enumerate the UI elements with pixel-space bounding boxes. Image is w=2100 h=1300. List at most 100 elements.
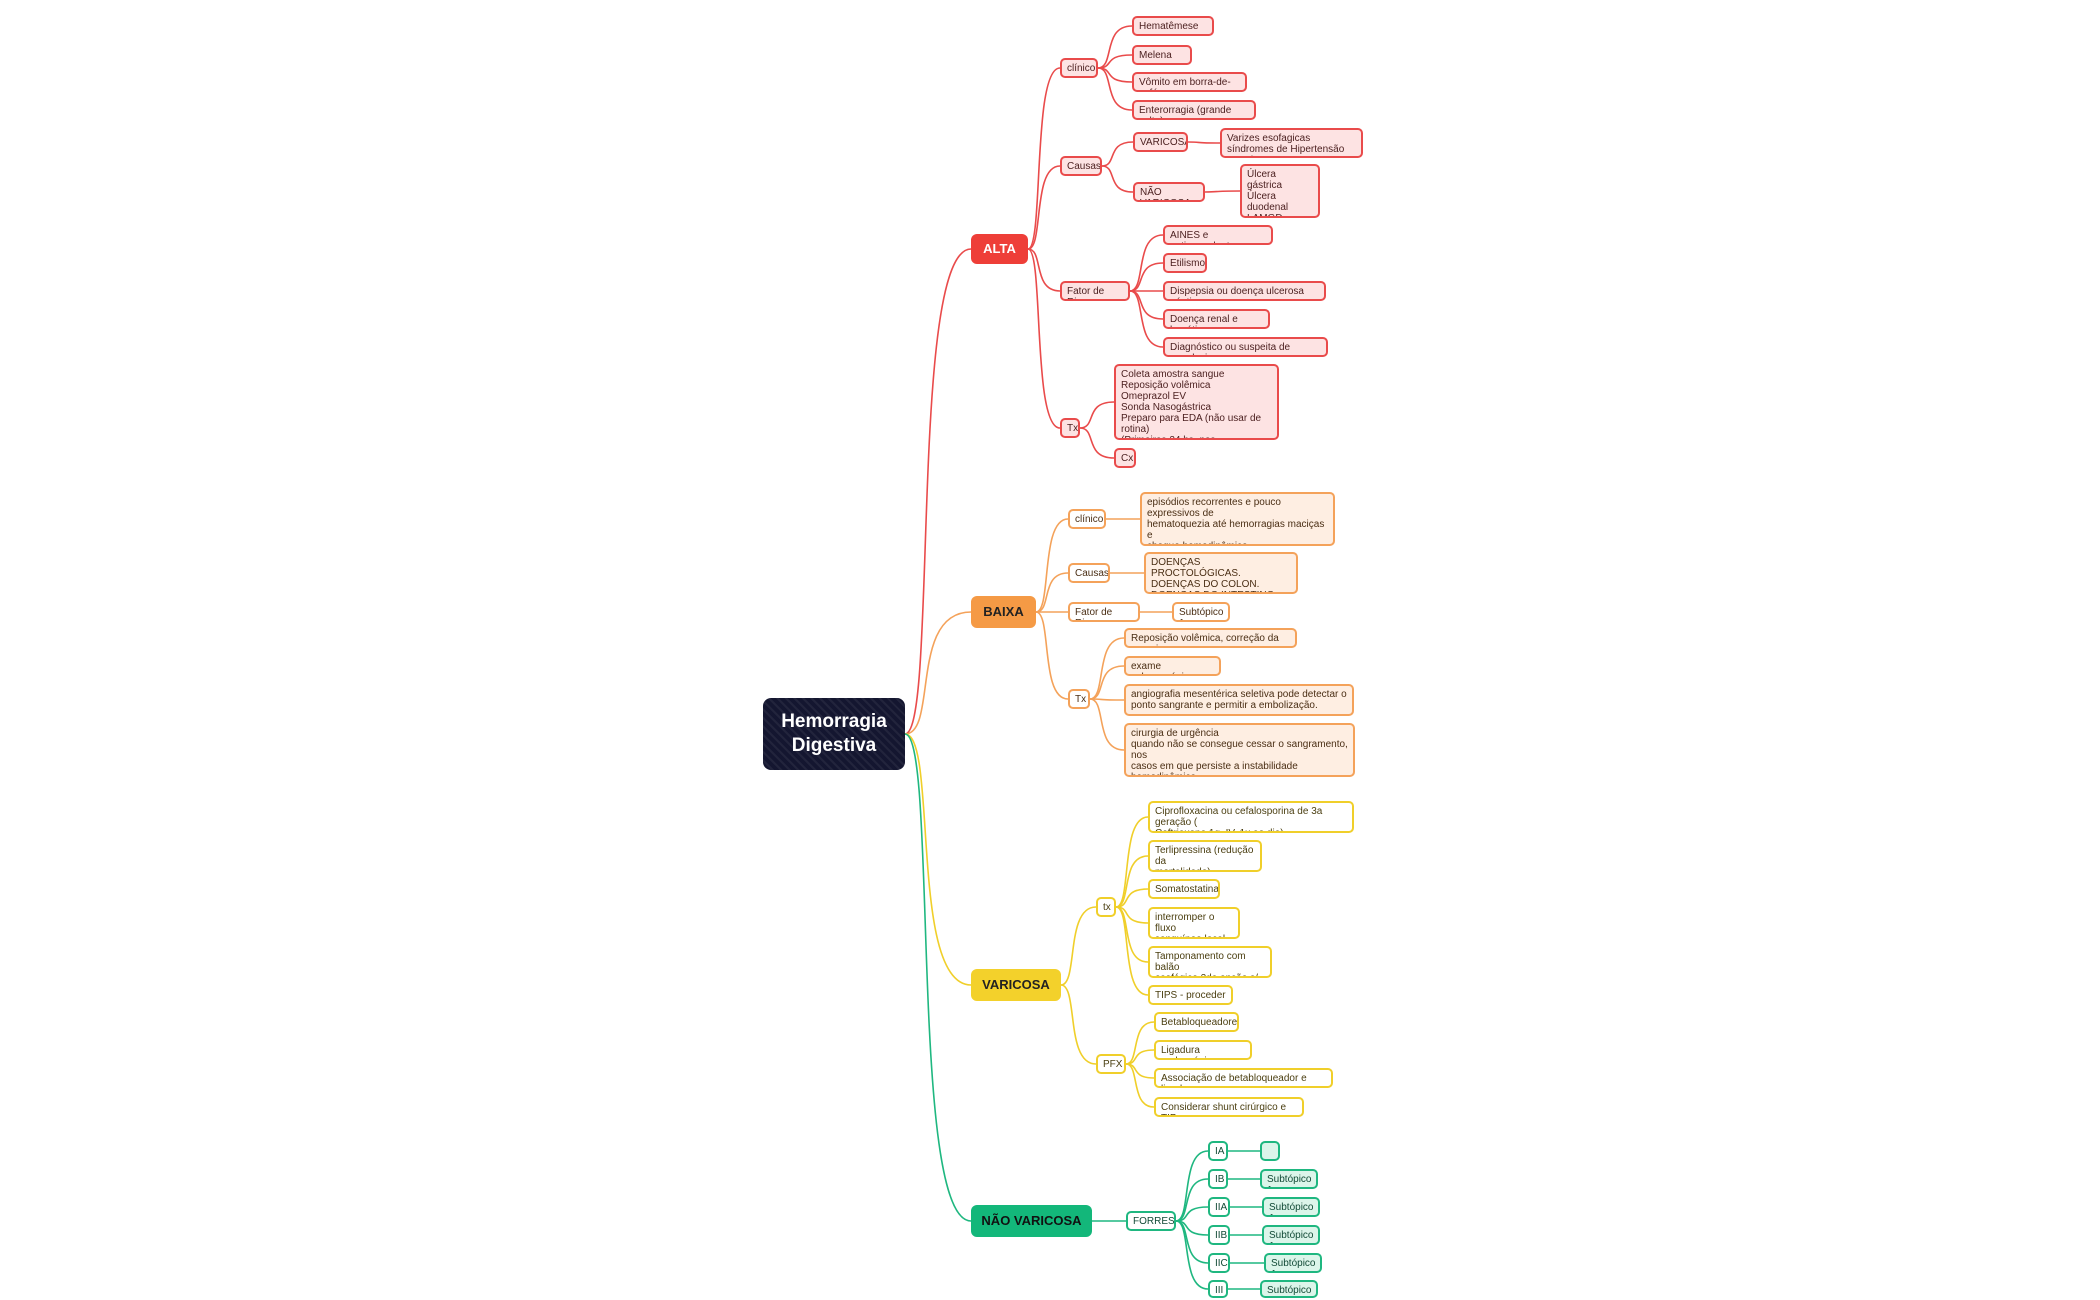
alta-causas-varicosa-detail[interactable]: Varizes esofagicas síndromes de Hiperten… <box>1220 128 1363 158</box>
connector-line <box>904 611 972 735</box>
alta-causas[interactable]: Causas <box>1060 156 1102 176</box>
forrest-class-detail[interactable]: Subtópico 1 <box>1260 1169 1318 1189</box>
connector-line <box>1129 234 1164 292</box>
connector-line <box>1027 248 1061 429</box>
forrest-class[interactable]: IIB <box>1208 1225 1230 1245</box>
connector-line <box>1089 698 1125 701</box>
connector-line <box>1101 141 1134 167</box>
connector-line <box>1187 141 1221 144</box>
varicosa-pfx[interactable]: PFX <box>1096 1054 1126 1074</box>
forrest-class-detail[interactable]: Subtópico 1 <box>1262 1225 1320 1245</box>
baixa-tx-item[interactable]: Reposição volêmica, correção da anemia <box>1124 628 1297 648</box>
connector-line <box>1089 665 1125 700</box>
baixa-clinico[interactable]: clínico <box>1068 509 1106 529</box>
connector-line <box>904 733 972 1222</box>
branch-baixa[interactable]: BAIXA <box>971 596 1036 628</box>
varicosa-tx[interactable]: tx <box>1096 897 1116 917</box>
baixa-fator-risco[interactable]: Fator de Risco <box>1068 602 1140 622</box>
branch-nao-varicosa[interactable]: NÃO VARICOSA <box>971 1205 1092 1237</box>
alta-clinico-item[interactable]: Enterorragia (grande vulto) <box>1132 100 1256 120</box>
varicosa-pfx-item[interactable]: Betabloqueadores <box>1154 1012 1239 1032</box>
baixa-tx[interactable]: Tx <box>1068 689 1090 709</box>
forrest-class[interactable]: IA <box>1208 1141 1228 1161</box>
connector-line <box>1115 906 1149 996</box>
alta-fator-risco[interactable]: Fator de Risco <box>1060 281 1130 301</box>
alta-fator-risco-item[interactable]: Dispepsia ou doença ulcerosa péptica <box>1163 281 1326 301</box>
alta-clinico-item[interactable]: Hematêmese <box>1132 16 1214 36</box>
baixa-fator-risco-detail[interactable]: Subtópico 1 <box>1172 602 1230 622</box>
forrest-class[interactable]: IIC <box>1208 1253 1230 1273</box>
connector-line <box>1175 1220 1209 1264</box>
connector-line <box>1097 25 1133 69</box>
connector-line <box>1027 165 1061 250</box>
alta-causas-nao-varicosa-detail[interactable]: Úlcera gástrica Úlcera duodenal LAMGD Sx… <box>1240 164 1320 218</box>
connector-line <box>1027 67 1061 250</box>
branch-alta[interactable]: ALTA <box>971 234 1028 264</box>
forrest-class-detail[interactable]: Subtópico 1 <box>1262 1197 1320 1217</box>
connector-line <box>1089 698 1125 751</box>
varicosa-tx-item[interactable]: Ciprofloxacina ou cefalosporina de 3a ge… <box>1148 801 1354 833</box>
connector-line <box>1079 401 1115 429</box>
connector-line <box>1115 906 1149 924</box>
connector-line <box>1175 1220 1209 1236</box>
connector-line <box>1115 888 1149 908</box>
connector-line <box>1115 855 1149 908</box>
varicosa-pfx-item[interactable]: Ligadura endoscópica <box>1154 1040 1252 1060</box>
alta-fator-risco-item[interactable]: Etilismo <box>1163 253 1207 273</box>
forrest-class-detail[interactable]: Subtópico 1 <box>1260 1280 1318 1298</box>
connector-line <box>1035 572 1069 613</box>
branch-varicosa[interactable]: VARICOSA <box>971 969 1061 1001</box>
connector-line <box>1125 1063 1155 1079</box>
connector-line <box>1115 906 1149 963</box>
baixa-causas-detail[interactable]: DOENÇAS PROCTOLÓGICAS. DOENÇAS DO COLON.… <box>1144 552 1298 594</box>
baixa-tx-item[interactable]: cirurgia de urgência quando não se conse… <box>1124 723 1355 777</box>
connector-line <box>1097 67 1133 83</box>
alta-clinico-item[interactable]: Vômito em borra-de-café <box>1132 72 1247 92</box>
alta-causas-nao-varicosa[interactable]: NÃO VARICOSA <box>1133 182 1205 202</box>
connector-line <box>1125 1063 1155 1108</box>
forrest-class-detail[interactable]: Subtópico 1 <box>1264 1253 1322 1273</box>
alta-tx[interactable]: Tx <box>1060 418 1080 438</box>
connector-line <box>1079 427 1115 459</box>
forrest-class[interactable]: IIA <box>1208 1197 1230 1217</box>
baixa-clinico-detail[interactable]: episódios recorrentes e pouco expressivo… <box>1140 492 1335 546</box>
forrest-class[interactable]: III <box>1208 1280 1228 1298</box>
connector-line <box>1125 1049 1155 1065</box>
connector-line <box>1175 1178 1209 1222</box>
connector-line <box>1115 816 1149 908</box>
varicosa-tx-item[interactable]: interromper o fluxo sanguíneo local <box>1148 907 1240 939</box>
root-node[interactable]: Hemorragia Digestiva <box>763 698 905 770</box>
alta-tx-detail[interactable]: Coleta amostra sangue Reposição volêmica… <box>1114 364 1279 440</box>
connector-line <box>1101 165 1134 193</box>
varicosa-tx-item[interactable]: Tamponamento com balão esofágico 2da opç… <box>1148 946 1272 978</box>
varicosa-tx-item[interactable]: TIPS - proceder rx <box>1148 985 1233 1005</box>
connector-line <box>1175 1220 1209 1290</box>
alta-fator-risco-item[interactable]: Diagnóstico ou suspeita de neoplasia. <box>1163 337 1328 357</box>
baixa-tx-item[interactable]: angiografia mesentérica seletiva pode de… <box>1124 684 1354 716</box>
alta-cx[interactable]: Cx <box>1114 448 1136 468</box>
varicosa-pfx-item[interactable]: Associação de betabloqueador e ligadura <box>1154 1068 1333 1088</box>
alta-fator-risco-item[interactable]: Doença renal e hepática <box>1163 309 1270 329</box>
connector-line <box>1035 611 1069 700</box>
connector-line <box>1060 906 1097 986</box>
baixa-tx-item[interactable]: exame colonoscópico <box>1124 656 1221 676</box>
varicosa-tx-item[interactable]: Terlipressina (redução da mortalidade) <box>1148 840 1262 872</box>
connector-line <box>1175 1206 1209 1222</box>
forrest-class[interactable]: IB <box>1208 1169 1228 1189</box>
forrest-node[interactable]: FORREST <box>1126 1211 1176 1231</box>
baixa-causas[interactable]: Causas <box>1068 563 1110 583</box>
connector-line <box>1129 290 1164 348</box>
alta-fator-risco-item[interactable]: AINES e anticoagulantes <box>1163 225 1273 245</box>
varicosa-tx-item[interactable]: Somatostatina <box>1148 879 1220 899</box>
connector-line <box>904 733 972 986</box>
connector-line <box>1097 67 1133 111</box>
varicosa-pfx-item[interactable]: Considerar shunt cirúrgico e TIPs <box>1154 1097 1304 1117</box>
alta-clinico-item[interactable]: Melena <box>1132 45 1192 65</box>
connector-line <box>1089 637 1125 700</box>
alta-causas-varicosa[interactable]: VARICOSA <box>1133 132 1188 152</box>
forrest-class-detail[interactable] <box>1260 1141 1280 1161</box>
connector-line <box>1129 262 1164 292</box>
alta-clinico[interactable]: clínico <box>1060 58 1098 78</box>
